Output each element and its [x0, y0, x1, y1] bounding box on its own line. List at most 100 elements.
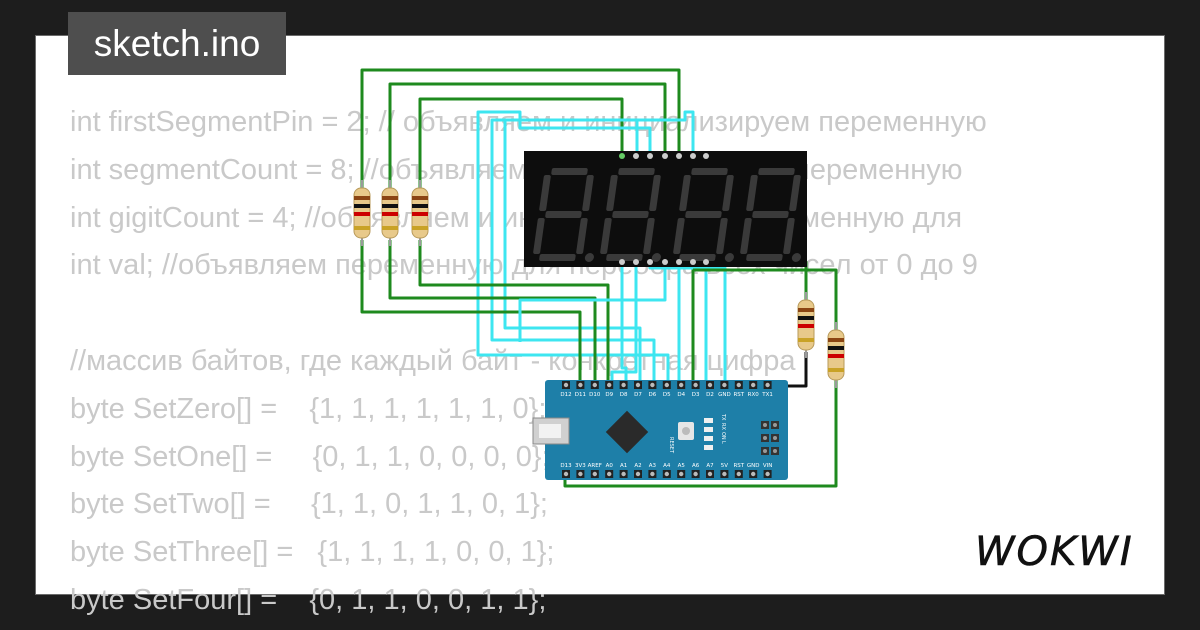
top-pin-label: D9 [605, 392, 613, 398]
display-digit [673, 168, 734, 262]
wire-green [360, 240, 582, 386]
header-pin-hole [722, 471, 727, 477]
header-pin-hole [679, 382, 684, 388]
header-pin-hole [765, 382, 770, 388]
resistor-band [828, 368, 844, 372]
display-pin [662, 153, 668, 159]
board-led [704, 445, 713, 450]
display-pin [633, 153, 639, 159]
resistor [381, 180, 399, 246]
header-pin-hole [621, 382, 626, 388]
resistor-band [798, 308, 814, 312]
top-pin-label: GND [718, 392, 731, 398]
resistor-band [354, 196, 370, 200]
wire-green [418, 240, 610, 386]
top-pin-label: TX1 [761, 392, 773, 398]
display-segment [789, 175, 801, 211]
header-pin-hole [664, 382, 669, 388]
top-pin-label: D8 [620, 392, 628, 398]
resistor-band [354, 212, 370, 216]
header-pin-hole [578, 471, 583, 477]
header-pin-hole [592, 382, 597, 388]
resistor-band [382, 196, 398, 200]
display-pin [633, 259, 639, 265]
code-line: byte SetThree[] = {1, 1, 1, 1, 0, 0, 1}; [70, 536, 555, 569]
resistor [411, 180, 429, 246]
display-pin [662, 259, 668, 265]
display-segment [679, 175, 691, 211]
display-segment [643, 218, 655, 254]
top-pin-label: D5 [663, 392, 671, 398]
header-pin-hole [664, 471, 669, 477]
display-segment [612, 211, 649, 218]
led-label: L [720, 441, 726, 444]
top-pin-label: D2 [706, 392, 714, 398]
top-pin-label: D10 [589, 392, 601, 398]
bottom-pin-label: A0 [606, 463, 614, 469]
header-pin-hole [707, 471, 713, 477]
reset-label: RESET [668, 437, 674, 454]
resistor [353, 180, 371, 246]
header-pin-hole [765, 471, 770, 477]
display-segment [582, 175, 594, 211]
display-segment [533, 218, 545, 254]
header-pin-hole [635, 382, 641, 388]
bottom-pin-label: GND [747, 463, 760, 469]
display-segment [722, 175, 734, 211]
top-pin-label: D4 [677, 392, 685, 398]
led-label: TX [720, 413, 726, 421]
display-segment [685, 211, 722, 218]
display-digit [533, 168, 594, 262]
code-line: byte SetZero[] = {1, 1, 1, 1, 1, 1, 0}; [70, 392, 547, 425]
wire-cyan [518, 258, 667, 342]
icsp-pin-hole [773, 449, 777, 453]
resistor-band [412, 226, 428, 230]
bottom-pin-label: A6 [692, 463, 700, 469]
board-led [704, 418, 713, 423]
display-pin [676, 259, 682, 265]
seven-segment-display [524, 151, 807, 267]
resistor-band [354, 226, 370, 230]
resistor-band [412, 212, 428, 216]
resistor-band [828, 346, 844, 350]
sketch-title[interactable]: sketch.ino [68, 12, 286, 75]
header-pin-hole [679, 471, 684, 477]
bottom-pin-label: AREF [588, 463, 602, 469]
display-segment [649, 175, 661, 211]
icsp-pin-hole [773, 423, 777, 427]
bottom-pin-label: VIN [763, 463, 773, 469]
led-label: RX [720, 423, 726, 430]
display-segment [752, 211, 789, 218]
header-pin-hole [607, 382, 612, 388]
icsp-pin-hole [763, 423, 767, 427]
header-pin-hole [563, 382, 569, 388]
display-dot [584, 253, 594, 262]
bottom-pin-label: A2 [634, 463, 641, 469]
usb-port [539, 424, 561, 438]
resistor-band [798, 324, 814, 328]
header-pin-hole [693, 471, 698, 477]
wire-green [693, 268, 838, 330]
resistor-band [828, 354, 844, 358]
header-pin-hole [736, 471, 741, 477]
header-pin-hole [592, 471, 597, 477]
code-line: byte SetOne[] = {0, 1, 1, 0, 0, 0, 0}; [70, 440, 550, 473]
wire-green [360, 68, 681, 190]
header-pin-hole [722, 382, 727, 388]
resistor [827, 322, 845, 388]
display-segment [783, 218, 795, 254]
resistor-band [382, 204, 398, 208]
display-segment [545, 211, 582, 218]
display-segment [740, 218, 752, 254]
top-pin-label: RST [733, 392, 744, 398]
display-segment [606, 254, 643, 261]
resistor-band [382, 212, 398, 216]
display-segment [673, 218, 685, 254]
display-dot [791, 253, 801, 262]
top-pin-label: D7 [634, 392, 642, 398]
wire-cyan [620, 258, 628, 386]
display-segment [606, 175, 618, 211]
bottom-pin-label: D13 [560, 463, 572, 469]
